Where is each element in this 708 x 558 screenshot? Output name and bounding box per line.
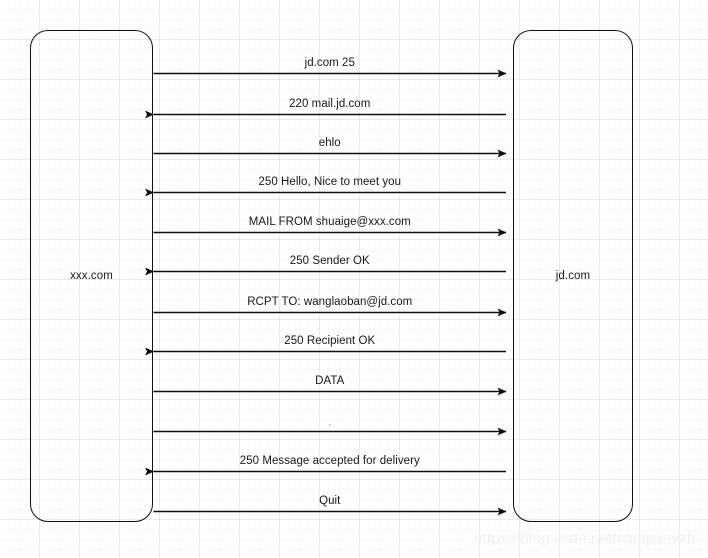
- lifeline-label-left: xxx.com: [70, 270, 113, 282]
- message-label: 250 Message accepted for delivery: [239, 455, 420, 467]
- message-label: Quit: [319, 495, 341, 507]
- message-label: ehlo: [318, 137, 341, 149]
- message-label: jd.com 25: [304, 57, 355, 69]
- lifeline-box-left[interactable]: xxx.com: [30, 30, 153, 522]
- message-label: .: [328, 417, 332, 427]
- message-label: 250 Hello, Nice to meet you: [258, 176, 402, 188]
- message-label: 220 mail.jd.com: [289, 98, 371, 110]
- message-label: MAIL FROM shuaige@xxx.com: [248, 216, 411, 228]
- lifeline-label-right: jd.com: [555, 270, 591, 282]
- message-label: 250 Recipient OK: [284, 335, 376, 347]
- message-label: DATA: [315, 375, 345, 387]
- lifeline-box-right[interactable]: jd.com: [513, 30, 633, 522]
- message-label: RCPT TO: wanglaoban@jd.com: [247, 296, 413, 308]
- message-label: 250 Sender OK: [289, 255, 370, 267]
- watermark-text: https://blog.csdn.net/companyzh: [474, 530, 696, 547]
